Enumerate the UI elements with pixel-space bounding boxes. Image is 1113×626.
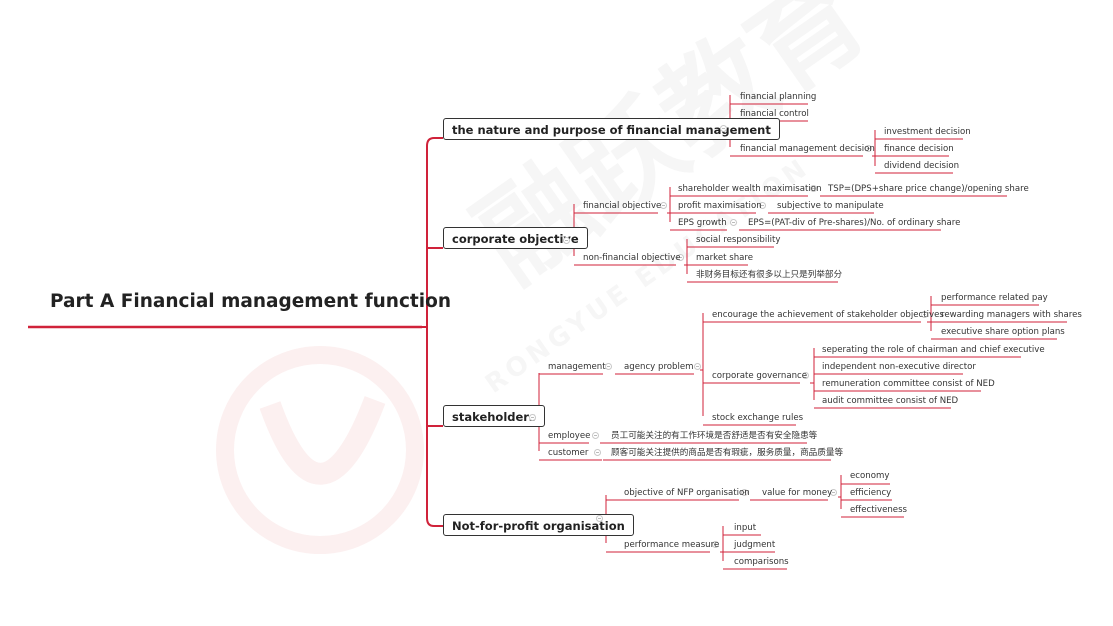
node-subjective[interactable]: subjective to manipulate xyxy=(777,201,884,211)
node-social-responsibility[interactable]: social responsibility xyxy=(696,235,781,245)
node-economy[interactable]: economy xyxy=(850,471,890,481)
collapse-toggle-icon[interactable] xyxy=(810,185,817,192)
node-separating-roles[interactable]: seperating the role of chairman and chie… xyxy=(822,345,1045,355)
node-nfp-objective[interactable]: objective of NFP organisation xyxy=(624,488,750,498)
collapse-toggle-icon[interactable] xyxy=(605,363,612,370)
collapse-toggle-icon[interactable] xyxy=(563,237,570,244)
node-financial-planning[interactable]: financial planning xyxy=(740,92,817,102)
node-performance-measure[interactable]: performance measure xyxy=(624,540,720,550)
node-eps-growth[interactable]: EPS growth xyxy=(678,218,727,228)
branch-corporate-objective[interactable]: corporate objective xyxy=(443,227,588,249)
watermark-logo-icon xyxy=(216,346,424,554)
node-performance-related-pay[interactable]: performance related pay xyxy=(941,293,1048,303)
node-non-financial-objective[interactable]: non-financial objective xyxy=(583,253,681,263)
collapse-toggle-icon[interactable] xyxy=(759,202,766,209)
node-financial-control[interactable]: financial control xyxy=(740,109,809,119)
node-agency-problem[interactable]: agency problem xyxy=(624,362,694,372)
node-remuneration-committee[interactable]: remuneration committee consist of NED xyxy=(822,379,995,389)
collapse-toggle-icon[interactable] xyxy=(596,515,603,522)
node-value-for-money[interactable]: value for money xyxy=(762,488,833,498)
node-shareholder-wealth[interactable]: shareholder wealth maximisation xyxy=(678,184,822,194)
branch-nfp[interactable]: Not-for-profit organisation xyxy=(443,514,634,536)
collapse-toggle-icon[interactable] xyxy=(594,449,601,456)
collapse-toggle-icon[interactable] xyxy=(694,363,701,370)
node-tsp-formula[interactable]: TSP=(DPS+share price change)/opening sha… xyxy=(828,184,1029,194)
node-customer-note[interactable]: 顾客可能关注提供的商品是否有瑕疵，服务质量，商品质量等 xyxy=(611,448,844,458)
node-financial-objective[interactable]: financial objective xyxy=(583,201,662,211)
branch-nature-purpose[interactable]: the nature and purpose of financial mana… xyxy=(443,118,780,140)
node-dividend-decision[interactable]: dividend decision xyxy=(884,161,960,171)
node-corporate-governance[interactable]: corporate governance xyxy=(712,371,808,381)
branch-stakeholders[interactable]: stakeholders xyxy=(443,405,545,427)
collapse-toggle-icon[interactable] xyxy=(802,372,809,379)
collapse-toggle-icon[interactable] xyxy=(741,489,748,496)
node-stock-exchange-rules[interactable]: stock exchange rules xyxy=(712,413,804,423)
node-encourage[interactable]: encourage the achievement of stakeholder… xyxy=(712,310,944,320)
collapse-toggle-icon[interactable] xyxy=(720,125,727,132)
root-topic[interactable]: Part A Financial management function xyxy=(50,291,451,312)
node-independent-ned[interactable]: independent non-executive director xyxy=(822,362,976,372)
node-input[interactable]: input xyxy=(734,523,757,533)
collapse-toggle-icon[interactable] xyxy=(865,145,872,152)
node-executive-share-options[interactable]: executive share option plans xyxy=(941,327,1065,337)
node-market-share[interactable]: market share xyxy=(696,253,754,263)
collapse-toggle-icon[interactable] xyxy=(921,311,928,318)
node-financial-management-decision[interactable]: financial management decision xyxy=(740,144,875,154)
collapse-toggle-icon[interactable] xyxy=(677,254,684,261)
node-profit-maximisation[interactable]: profit maximisation xyxy=(678,201,762,211)
node-rewarding-managers[interactable]: rewarding managers with shares xyxy=(941,310,1082,320)
node-employee-note[interactable]: 员工可能关注的有工作环境是否舒适是否有安全隐患等 xyxy=(611,431,818,441)
node-investment-decision[interactable]: investment decision xyxy=(884,127,971,137)
node-other-objectives[interactable]: 非财务目标还有很多以上只是列举部分 xyxy=(696,270,843,280)
node-employee[interactable]: employee xyxy=(548,431,591,441)
node-management[interactable]: management xyxy=(548,362,606,372)
node-audit-committee[interactable]: audit committee consist of NED xyxy=(822,396,959,406)
node-eps-formula[interactable]: EPS=(PAT-div of Pre-shares)/No. of ordin… xyxy=(748,218,961,228)
collapse-toggle-icon[interactable] xyxy=(592,432,599,439)
node-finance-decision[interactable]: finance decision xyxy=(884,144,954,154)
collapse-toggle-icon[interactable] xyxy=(730,219,737,226)
node-efficiency[interactable]: efficiency xyxy=(850,488,892,498)
node-judgment[interactable]: judgment xyxy=(734,540,776,550)
collapse-toggle-icon[interactable] xyxy=(712,541,719,548)
collapse-toggle-icon[interactable] xyxy=(529,414,536,421)
node-comparisons[interactable]: comparisons xyxy=(734,557,789,567)
collapse-toggle-icon[interactable] xyxy=(830,489,837,496)
node-effectiveness[interactable]: effectiveness xyxy=(850,505,908,515)
collapse-toggle-icon[interactable] xyxy=(660,202,667,209)
node-customer[interactable]: customer xyxy=(548,448,589,458)
